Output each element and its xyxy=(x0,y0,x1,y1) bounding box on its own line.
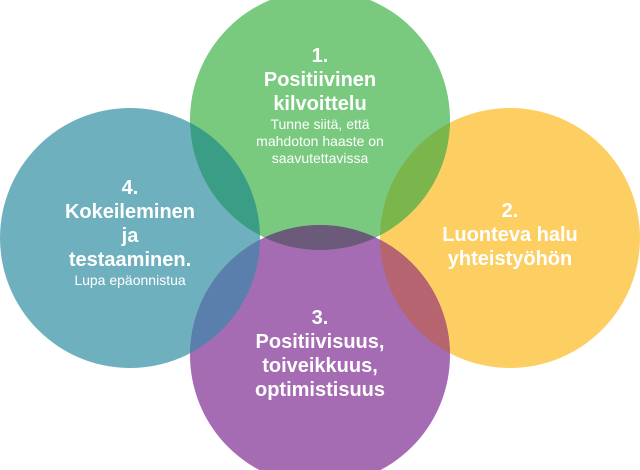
circle-4-title-line-1: Kokeileminen xyxy=(64,201,196,223)
circle-1-subtitle-line-2: mahdoton haaste on xyxy=(256,132,384,149)
circle-2-title-line-2: yhteistyöhön xyxy=(447,248,573,270)
circle-1-number: 1. xyxy=(311,45,329,67)
circle-3-title-line-2: toiveikkuus, xyxy=(262,355,378,377)
label-circle-4: 4. Kokeileminen ja testaaminen. Lupa epä… xyxy=(35,176,225,289)
circle-purple xyxy=(190,225,450,470)
label-circle-1: 1. Positiivinen kilvoittelu Tunne siitä,… xyxy=(220,44,420,166)
circle-4-subtitle-line-1: Lupa epäonnistua xyxy=(74,272,186,288)
circle-yellow xyxy=(380,108,640,368)
circle-3-number: 3. xyxy=(311,307,329,329)
circle-2-title-line-1: Luonteva halu xyxy=(442,224,578,246)
circle-2-number: 2. xyxy=(501,200,519,222)
circle-3-title-line-3: optimistisuus xyxy=(254,379,385,401)
circle-1-title-line-2: kilvoittelu xyxy=(273,93,367,115)
circle-1-title-line-1: Positiivinen xyxy=(263,69,377,91)
label-circle-2: 2. Luonteva halu yhteistyöhön xyxy=(420,199,600,271)
circle-1-subtitle-line-3: saavutettavissa xyxy=(271,149,369,166)
circle-4-title-line-2: ja xyxy=(121,225,139,247)
circle-4-title-line-3: testaaminen. xyxy=(68,249,192,271)
circle-4-number: 4. xyxy=(121,177,139,199)
circle-1-subtitle-line-1: Tunne siitä, että xyxy=(270,116,370,132)
circle-3-title-line-1: Positiivisuus, xyxy=(255,331,385,353)
label-circle-3: 3. Positiivisuus, toiveikkuus, optimisti… xyxy=(220,306,420,402)
circle-blue xyxy=(0,108,260,368)
circle-green xyxy=(190,0,450,250)
